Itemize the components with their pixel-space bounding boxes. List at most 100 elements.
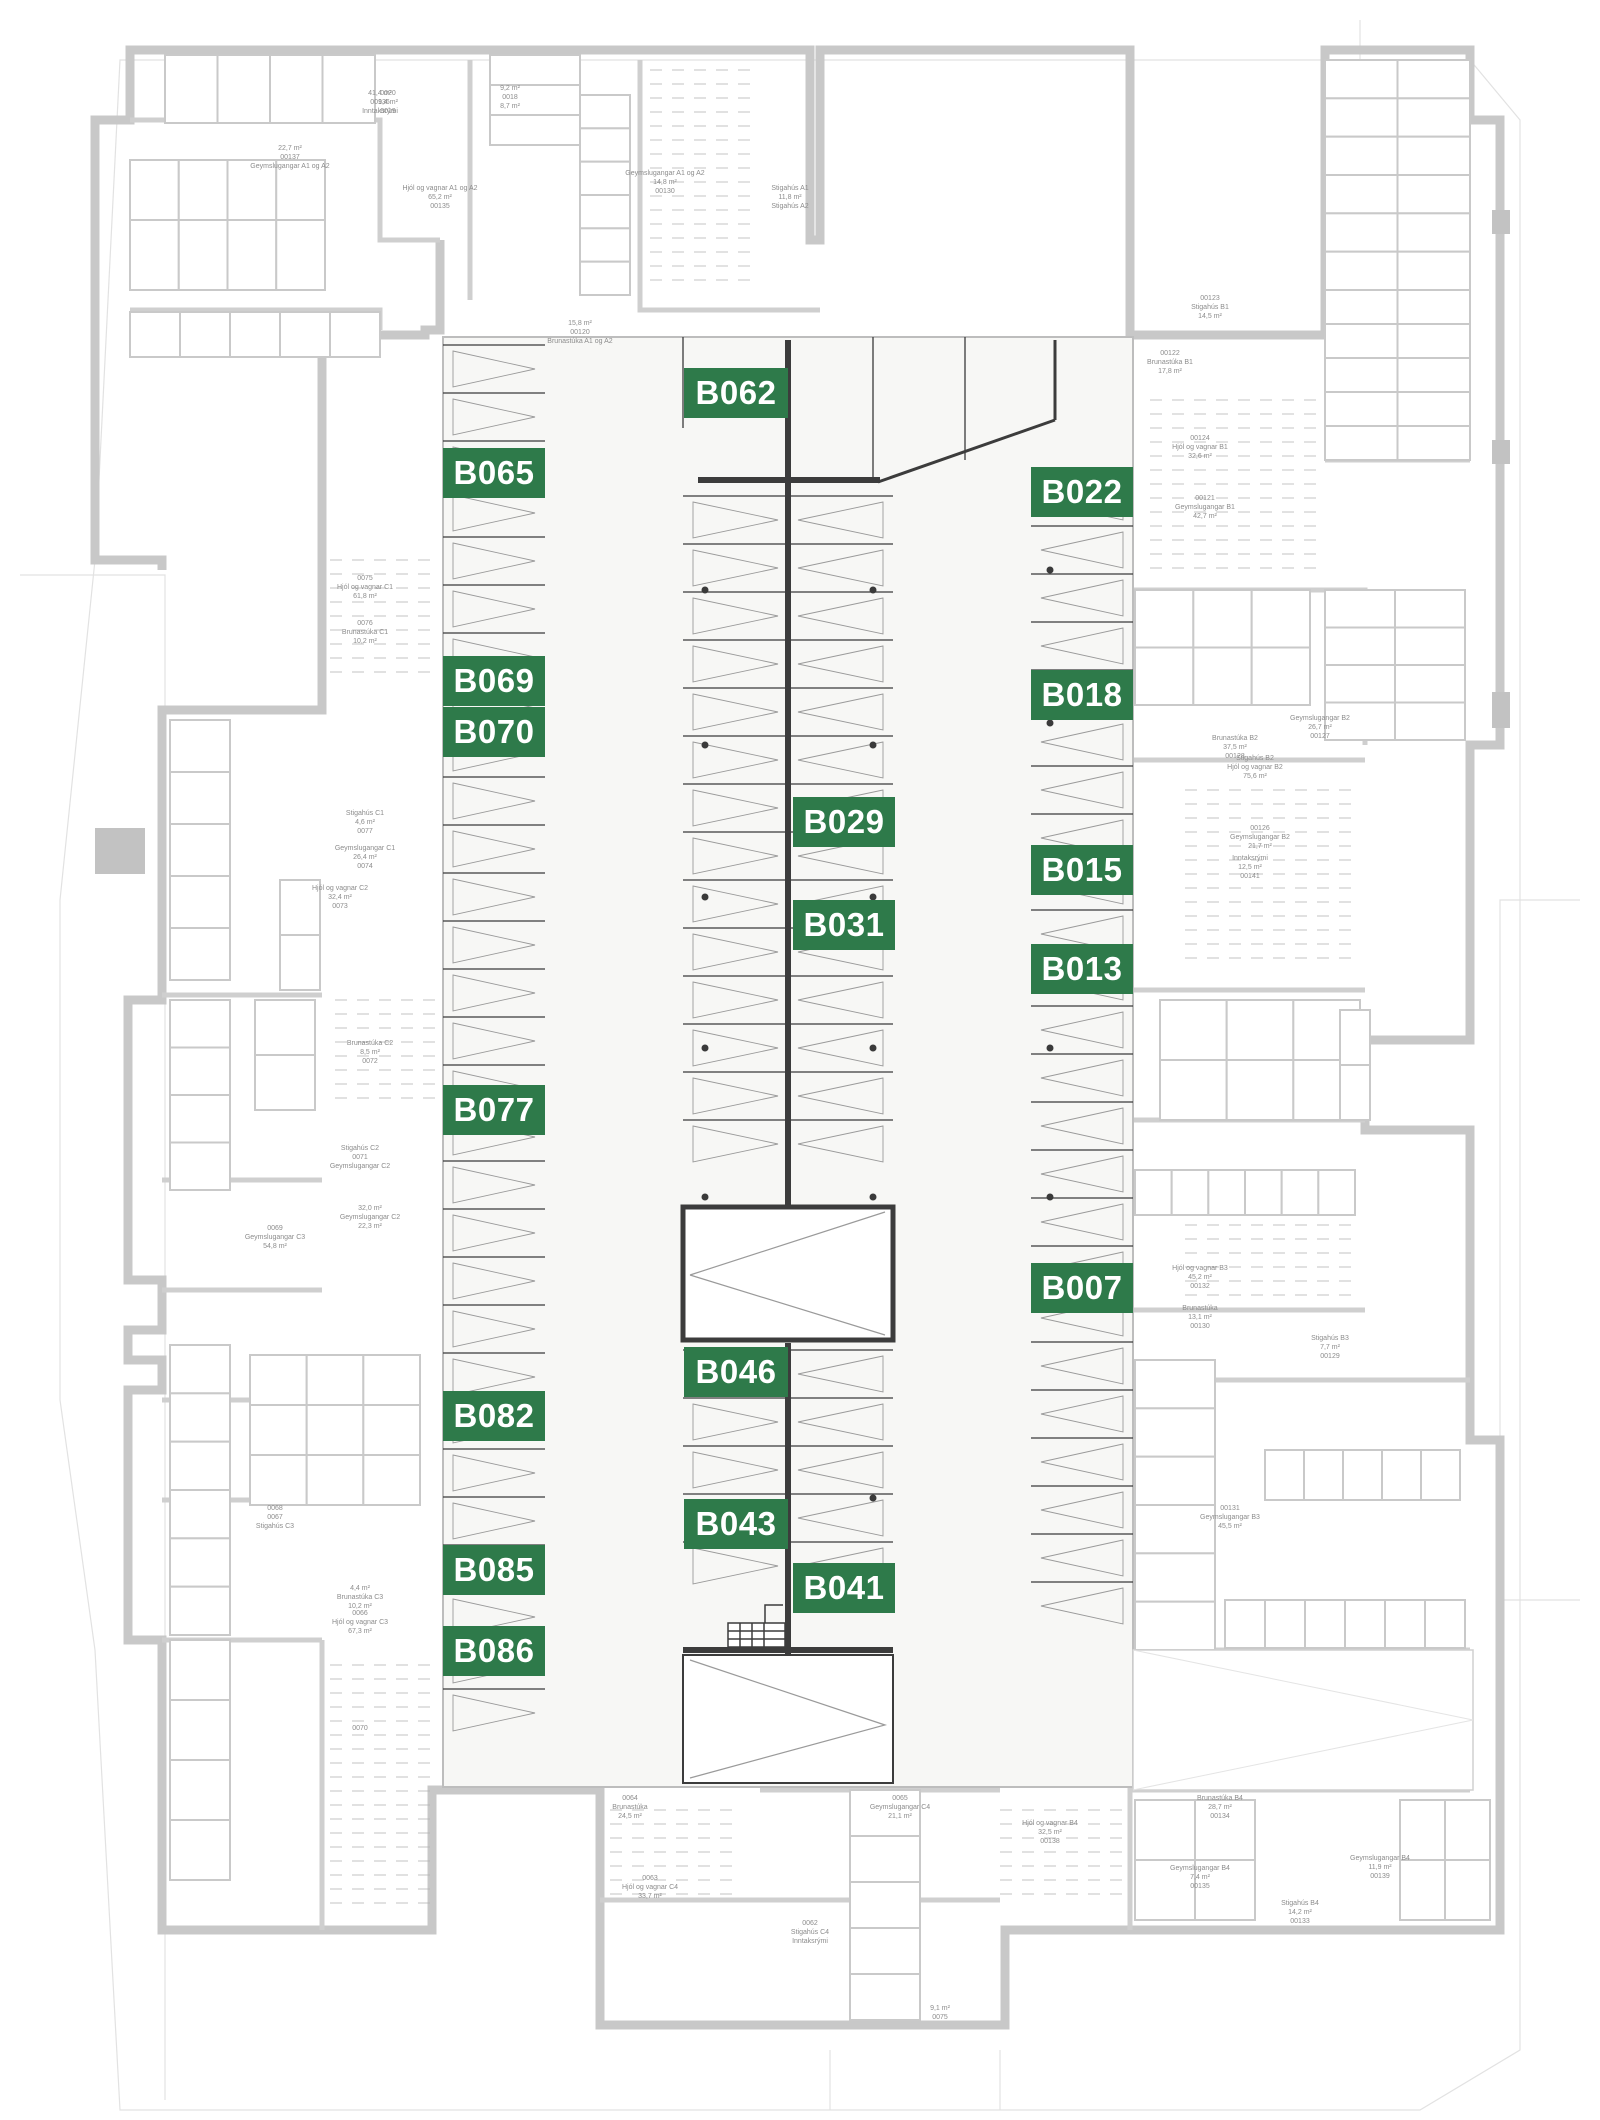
parking-stall bbox=[452, 1166, 536, 1204]
storage-unit bbox=[169, 999, 231, 1049]
storage-unit bbox=[254, 999, 316, 1056]
parking-stall bbox=[797, 1029, 884, 1067]
room-label: Geymslugangar C2 bbox=[340, 1214, 400, 1221]
parking-stall bbox=[692, 1451, 779, 1489]
parking-label-b018[interactable]: B018 bbox=[1031, 670, 1133, 720]
parking-label-b031[interactable]: B031 bbox=[793, 900, 895, 950]
parking-label-b062[interactable]: B062 bbox=[684, 368, 788, 418]
parking-label-b070[interactable]: B070 bbox=[443, 707, 545, 757]
parking-stall bbox=[452, 350, 536, 388]
room-label: 8,5 m² bbox=[360, 1049, 381, 1056]
room-label: 75,6 m² bbox=[1243, 773, 1267, 780]
room-label: 0070 bbox=[352, 1725, 368, 1732]
storage-unit bbox=[1170, 1169, 1210, 1216]
parking-label-b077[interactable]: B077 bbox=[443, 1085, 545, 1135]
storage-unit bbox=[1280, 1169, 1320, 1216]
parking-label-b022[interactable]: B022 bbox=[1031, 467, 1133, 517]
storage-unit bbox=[1394, 701, 1466, 741]
parking-label-b082[interactable]: B082 bbox=[443, 1391, 545, 1441]
room-label: 00121 bbox=[1195, 495, 1215, 502]
room-label: Hjól og vagnar A1 og A2 bbox=[402, 185, 477, 192]
room-label: Inntaksrými bbox=[1232, 855, 1268, 862]
storage-unit bbox=[1303, 1449, 1344, 1501]
room-label: 00128 bbox=[1225, 753, 1245, 760]
storage-unit bbox=[1225, 1059, 1295, 1121]
storage-unit bbox=[1324, 425, 1399, 461]
room-label: 22,7 m² bbox=[278, 145, 302, 152]
room-label: 0072 bbox=[362, 1058, 378, 1065]
parking-label-b069[interactable]: B069 bbox=[443, 656, 545, 706]
diagonal-spine bbox=[877, 418, 1056, 484]
room-label: 15,8 m² bbox=[568, 320, 592, 327]
parking-stall bbox=[797, 549, 884, 587]
storage-unit bbox=[1394, 664, 1466, 704]
room-label: Hjól og vagnar C4 bbox=[622, 1884, 678, 1891]
room-label: Brunastúka B4 bbox=[1197, 1795, 1243, 1802]
central-spine bbox=[683, 340, 1057, 1660]
storage-unit bbox=[1250, 646, 1311, 706]
ramp-upper bbox=[680, 1204, 896, 1343]
parking-stall bbox=[692, 645, 779, 683]
storage-unit bbox=[1159, 1059, 1228, 1121]
storage-unit bbox=[1134, 1552, 1216, 1603]
storage-unit bbox=[269, 54, 324, 124]
storage-unit bbox=[1396, 250, 1471, 292]
storage-unit bbox=[1344, 1599, 1386, 1649]
storage-unit bbox=[362, 1354, 422, 1406]
parking-label-b015[interactable]: B015 bbox=[1031, 845, 1133, 895]
room-label: 00127 bbox=[1310, 733, 1330, 740]
storage-unit bbox=[579, 160, 631, 197]
parking-stall bbox=[1040, 1203, 1124, 1241]
room-label: 32,5 m² bbox=[1038, 1829, 1062, 1836]
storage-unit bbox=[1134, 589, 1195, 649]
room-label: Stigahús C1 bbox=[346, 810, 384, 817]
storage-unit bbox=[1394, 626, 1466, 666]
garage-open-bay-right-diag bbox=[1132, 1649, 1474, 1791]
parking-label-b065[interactable]: B065 bbox=[443, 448, 545, 498]
storage-rooms bbox=[129, 54, 1491, 2021]
room-label: 00122 bbox=[1160, 350, 1180, 357]
room-label: 33,7 m² bbox=[638, 1893, 662, 1900]
pillars bbox=[95, 210, 1510, 874]
parking-label-b046[interactable]: B046 bbox=[684, 1347, 788, 1397]
parking-stall bbox=[452, 542, 536, 580]
storage-unit bbox=[1134, 1407, 1216, 1458]
room-label: Stigahús C3 bbox=[256, 1523, 294, 1530]
storage-unit bbox=[489, 114, 581, 146]
parking-label-b043[interactable]: B043 bbox=[684, 1499, 788, 1549]
storage-unit bbox=[1381, 1449, 1422, 1501]
storage-unit bbox=[177, 219, 229, 291]
parking-label-b007[interactable]: B007 bbox=[1031, 1263, 1133, 1313]
parking-label-b085[interactable]: B085 bbox=[443, 1545, 545, 1595]
storage-unit bbox=[1420, 1449, 1461, 1501]
room-label: 0063 bbox=[642, 1875, 658, 1882]
room-label: Stigahús B4 bbox=[1281, 1900, 1319, 1907]
storage-unit bbox=[1134, 1455, 1216, 1506]
anchor-point bbox=[701, 1193, 709, 1201]
room-label: 9,2 m² bbox=[500, 85, 521, 92]
parking-label-b013[interactable]: B013 bbox=[1031, 944, 1133, 994]
storage-unit bbox=[169, 1585, 231, 1636]
room-label: 0071 bbox=[352, 1154, 368, 1161]
room-label: 54,8 m² bbox=[263, 1243, 287, 1250]
storage-unit bbox=[1396, 212, 1471, 253]
storage-unit bbox=[579, 94, 631, 130]
storage-unit bbox=[1394, 589, 1466, 629]
parking-label-b029[interactable]: B029 bbox=[793, 797, 895, 847]
room-label: Geymslugangar B2 bbox=[1290, 715, 1350, 722]
parking-label-b041[interactable]: B041 bbox=[793, 1563, 895, 1613]
parking-label-b086[interactable]: B086 bbox=[443, 1626, 545, 1676]
anchor-point bbox=[701, 586, 709, 594]
storage-unit bbox=[1339, 1009, 1371, 1066]
storage-unit bbox=[1134, 1359, 1216, 1410]
room-label: 0075 bbox=[932, 2014, 948, 2021]
room-label: 00130 bbox=[655, 188, 675, 195]
storage-unit bbox=[169, 1094, 231, 1144]
storage-unit bbox=[321, 54, 376, 124]
parking-stall bbox=[797, 981, 884, 1019]
storage-unit bbox=[169, 719, 231, 773]
room-label: 10,2 m² bbox=[353, 638, 377, 645]
room-label: 0069 bbox=[267, 1225, 283, 1232]
room-label: Stigahús C4 bbox=[791, 1929, 829, 1936]
room-label: Brunastúka B1 bbox=[1147, 359, 1193, 366]
